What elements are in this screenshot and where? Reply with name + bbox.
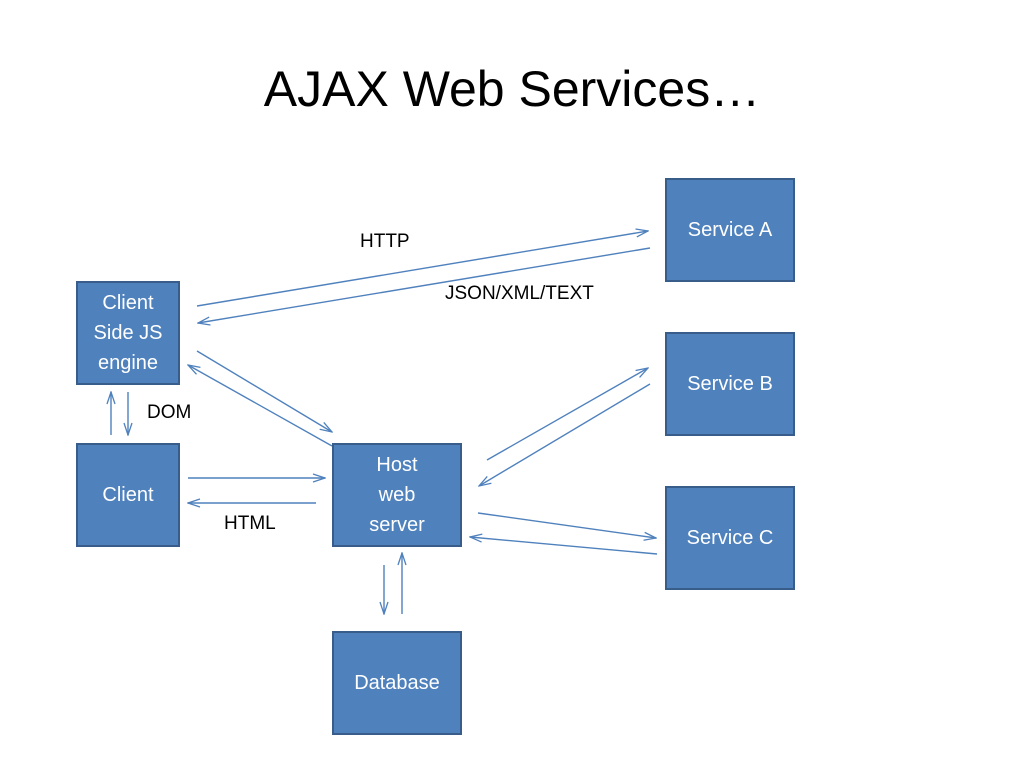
host-web-server-box: Host web server [332,443,462,547]
arrow-host-to-service-b [486,368,648,461]
arrow-service-a-to-engine [198,247,651,323]
arrow-service-c-to-host [470,537,658,555]
service-a-box: Service A [665,178,795,282]
client-js-engine-line-1: Client [102,292,154,314]
client-box: Client [76,443,180,547]
service-a-label: Service A [687,219,773,241]
arrow-service-b-to-host [479,383,651,486]
host-line-3: server [369,514,425,536]
client-js-engine-line-3: engine [97,352,159,374]
host-line-2: web [378,484,416,506]
service-b-label: Service B [687,373,773,395]
arrow-host-to-engine [188,365,333,447]
service-c-box: Service C [665,486,795,590]
arrow-host-to-service-c [477,512,656,538]
database-box: Database [332,631,462,735]
host-line-1: Host [376,454,418,476]
html-label: HTML [224,513,276,534]
dom-label: DOM [147,402,192,423]
client-js-engine-box: Client Side JS engine [76,281,180,385]
json-xml-text-label: JSON/XML/TEXT [445,283,594,304]
service-b-box: Service B [665,332,795,436]
slide-title: AJAX Web Services… [263,61,761,117]
client-label: Client [102,484,154,506]
client-js-engine-line-2: Side JS [93,322,163,344]
service-c-label: Service C [686,527,774,549]
arrow-engine-to-host [196,350,332,432]
database-label: Database [354,672,440,694]
http-label: HTTP [360,231,410,252]
arrow-engine-to-service-a [196,231,648,307]
